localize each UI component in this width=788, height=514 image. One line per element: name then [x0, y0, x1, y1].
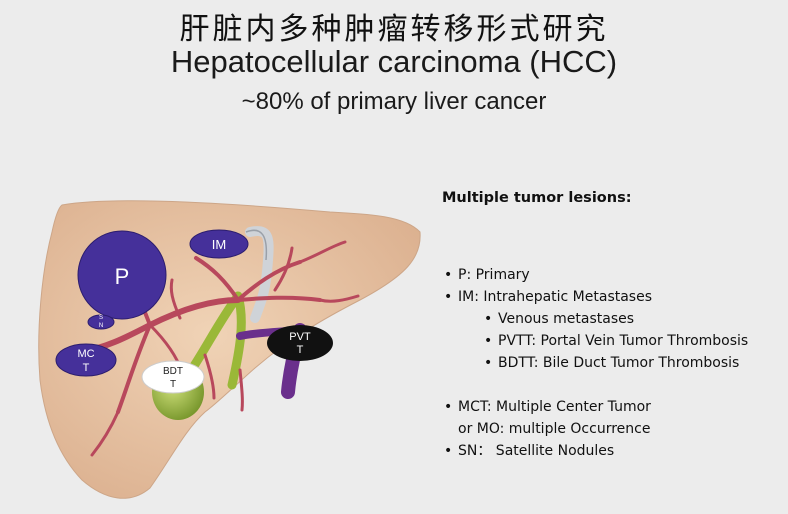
legend-item-venous: Venous metastases: [482, 308, 782, 330]
legend-item-primary: P: Primary: [442, 264, 782, 286]
legend-panel: Multiple tumor lesions: P: Primary IM: I…: [442, 190, 782, 462]
primary-tumor: P: [77, 230, 167, 320]
portal-vein-tumor-thrombus: PVT T: [267, 325, 333, 361]
mct-label-line1: MC: [77, 348, 94, 360]
legend-heading: Multiple tumor lesions:: [442, 190, 632, 206]
ligament-edge: [245, 229, 268, 261]
legend-item-mo: or MO: multiple Occurrence: [458, 421, 651, 437]
page-subtitle: ~80% of primary liver cancer: [241, 88, 547, 115]
multiple-center-tumor: MC T: [55, 343, 117, 377]
bdtt-label-line2: T: [170, 379, 176, 390]
legend-item-pvtt: PVTT: Portal Vein Tumor Thrombosis: [482, 330, 782, 352]
intrahepatic-metastasis: IM: [189, 229, 249, 259]
legend-item-im: IM: Intrahepatic Metastases: [442, 286, 782, 308]
legend-item-sn: SN： Satellite Nodules: [442, 440, 782, 462]
satellite-nodule: S N: [87, 314, 115, 330]
primary-tumor-label: P: [115, 264, 130, 289]
mct-label-line2: T: [83, 362, 90, 374]
falciform-ligament: [245, 226, 274, 323]
legend-item-mct: MCT: Multiple Center Tumor: [442, 396, 782, 418]
pvtt-label-line2: T: [297, 344, 304, 356]
legend-item-bdtt: BDTT: Bile Duct Tumor Thrombosis: [482, 352, 782, 374]
pvtt-label-line1: PVT: [289, 331, 311, 343]
im-label: IM: [212, 237, 226, 252]
bdtt-label-line1: BDT: [163, 366, 183, 377]
sn-label-line1: S: [99, 315, 103, 321]
bile-duct-tumor-thrombus: BDT T: [141, 360, 205, 394]
page-title: Hepatocellular carcinoma (HCC): [170, 44, 618, 79]
sn-label-line2: N: [99, 323, 103, 329]
page-title-chinese: 肝脏内多种肿瘤转移形式研究: [179, 12, 609, 47]
